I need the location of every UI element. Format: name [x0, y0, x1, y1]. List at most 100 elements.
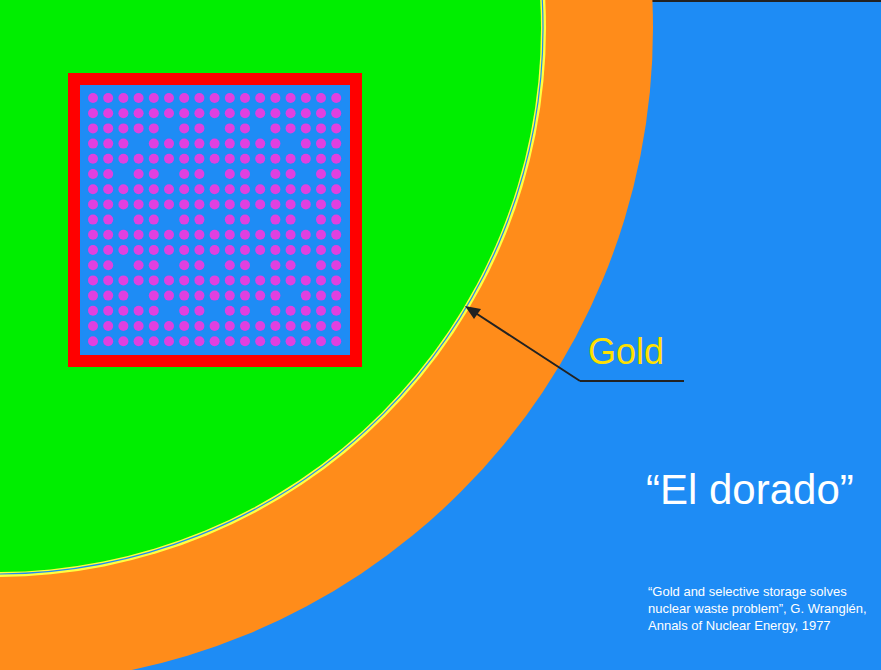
fuel-rod [240, 184, 250, 194]
fuel-rod [118, 336, 128, 346]
fuel-rod [134, 184, 144, 194]
fuel-rod [103, 306, 113, 316]
fuel-rod [301, 336, 311, 346]
fuel-rod [103, 321, 113, 331]
fuel-rod [103, 108, 113, 118]
fuel-rod [286, 169, 296, 179]
fuel-rod [240, 275, 250, 285]
fuel-rod [134, 245, 144, 255]
fuel-rod [118, 275, 128, 285]
fuel-rod [194, 245, 204, 255]
fuel-rod [179, 245, 189, 255]
fuel-rod [88, 184, 98, 194]
fuel-rod [134, 260, 144, 270]
fuel-rod [225, 275, 235, 285]
outer-shell [0, 0, 653, 670]
fuel-rod [301, 139, 311, 149]
fuel-rod [225, 93, 235, 103]
fuel-rod [194, 184, 204, 194]
fuel-rod [316, 184, 326, 194]
fuel-rod [286, 321, 296, 331]
fuel-rod [255, 93, 265, 103]
fuel-rod [194, 139, 204, 149]
fuel-rod [316, 321, 326, 331]
fuel-rod [240, 199, 250, 209]
fuel-rod [301, 199, 311, 209]
fuel-rod [286, 245, 296, 255]
fuel-rod [134, 199, 144, 209]
fuel-rod [103, 275, 113, 285]
fuel-rod [88, 245, 98, 255]
fuel-rod [286, 123, 296, 133]
fuel-rod [118, 230, 128, 240]
fuel-rod [134, 321, 144, 331]
fuel-rod [270, 154, 280, 164]
fuel-rod [118, 93, 128, 103]
fuel-rod [286, 336, 296, 346]
fuel-rod [210, 336, 220, 346]
fuel-rod [286, 230, 296, 240]
fuel-rod [301, 184, 311, 194]
fuel-rod [149, 306, 159, 316]
fuel-rod [88, 199, 98, 209]
fuel-rod [210, 275, 220, 285]
fuel-rod [316, 291, 326, 301]
fuel-rod [194, 321, 204, 331]
fuel-rod [103, 245, 113, 255]
fuel-rod [331, 108, 341, 118]
fuel-rod [331, 275, 341, 285]
fuel-rod [210, 321, 220, 331]
fuel-rod [118, 306, 128, 316]
fuel-rod [118, 139, 128, 149]
fuel-rod [149, 336, 159, 346]
fuel-rod [240, 230, 250, 240]
fuel-rod [88, 291, 98, 301]
fuel-rod [225, 245, 235, 255]
fuel-rod [240, 169, 250, 179]
fuel-rod [179, 336, 189, 346]
fuel-rod [179, 321, 189, 331]
fuel-rod [316, 93, 326, 103]
fuel-rod [301, 230, 311, 240]
fuel-rod [316, 245, 326, 255]
fuel-rod [255, 245, 265, 255]
fuel-rod [316, 275, 326, 285]
fuel-rod [88, 123, 98, 133]
fuel-rod [149, 199, 159, 209]
fuel-rod [118, 123, 128, 133]
fuel-rod [240, 215, 250, 225]
fuel-rod [225, 108, 235, 118]
fuel-rod [103, 139, 113, 149]
fuel-rod [134, 230, 144, 240]
fuel-rod [331, 230, 341, 240]
fuel-rod [316, 336, 326, 346]
arrow-head [465, 306, 481, 319]
fuel-rod [149, 260, 159, 270]
fuel-rod [88, 275, 98, 285]
fuel-rod [331, 93, 341, 103]
fuel-rod [270, 275, 280, 285]
fuel-rods [88, 93, 341, 346]
fuel-rod [103, 336, 113, 346]
fuel-rod [179, 306, 189, 316]
fuel-rod [194, 154, 204, 164]
fuel-rod [194, 108, 204, 118]
fuel-rod [194, 230, 204, 240]
fuel-rod [210, 154, 220, 164]
fuel-rod [103, 260, 113, 270]
fuel-rod [255, 291, 265, 301]
fuel-rod [316, 199, 326, 209]
fuel-rod [286, 184, 296, 194]
fuel-rod [103, 93, 113, 103]
material-label: Gold [588, 332, 664, 372]
fuel-rod [331, 123, 341, 133]
fuel-rod [255, 139, 265, 149]
fuel-rod [240, 291, 250, 301]
fuel-rod [316, 154, 326, 164]
fuel-rod [134, 306, 144, 316]
fuel-rod [225, 336, 235, 346]
fuel-rod [210, 139, 220, 149]
fuel-rod [103, 199, 113, 209]
fuel-rod [194, 93, 204, 103]
fuel-rod [301, 154, 311, 164]
